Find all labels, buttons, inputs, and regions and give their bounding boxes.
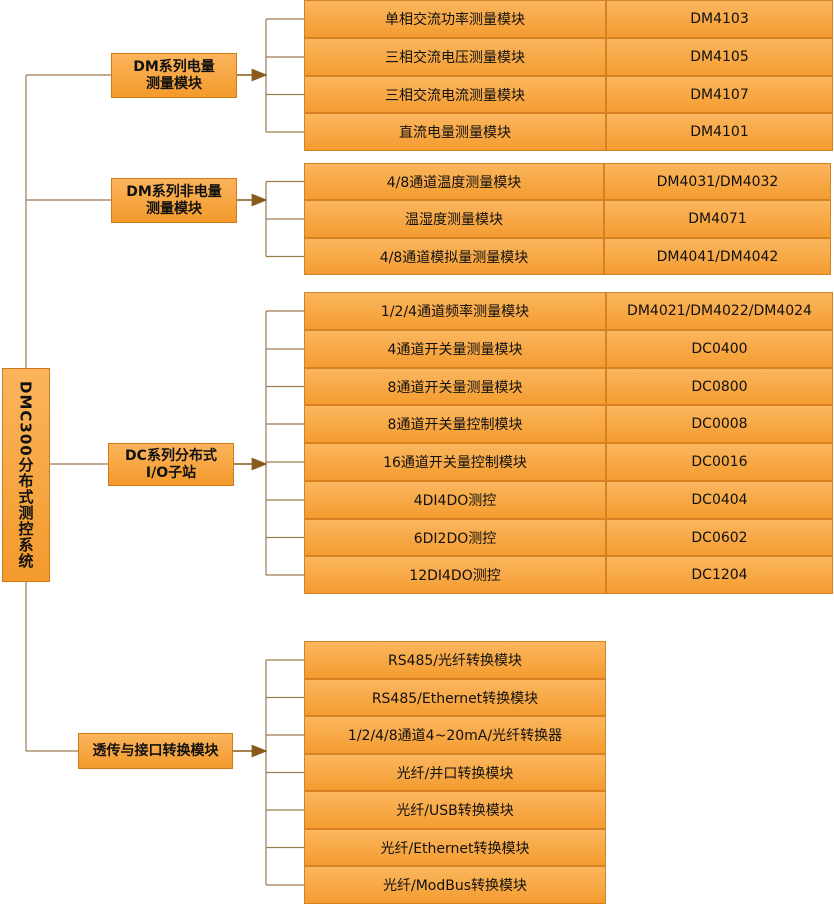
category-dc-io: DC系列分布式 I/O子站 — [108, 443, 234, 486]
module-name-cell: 4DI4DO测控 — [304, 481, 606, 519]
module-name-cell: 4通道开关量测量模块 — [304, 330, 606, 368]
module-model-cell: DM4021/DM4022/DM4024 — [606, 292, 833, 330]
category-label-line1: DC系列分布式 — [125, 447, 217, 464]
category-label-line2: I/O子站 — [145, 464, 197, 481]
module-model-cell: DC0404 — [606, 481, 833, 519]
category-label-line1: DM系列非电量 — [126, 183, 222, 200]
module-name-cell: 4/8通道模拟量测量模块 — [304, 238, 604, 275]
module-name-cell: 三相交流电流测量模块 — [304, 76, 606, 113]
module-model-cell: DM4105 — [606, 38, 833, 76]
category-dm-nonelectric: DM系列非电量 测量模块 — [111, 178, 237, 223]
module-model-cell: DC0008 — [606, 405, 833, 443]
module-name-cell: RS485/光纤转换模块 — [304, 641, 606, 679]
module-name-cell: 8通道开关量测量模块 — [304, 368, 606, 405]
category-label-line2: 测量模块 — [146, 75, 202, 92]
root-node: DMC300分布式测控系统 — [2, 368, 50, 582]
module-name-cell: 光纤/并口转换模块 — [304, 754, 606, 791]
module-model-cell: DM4031/DM4032 — [604, 163, 831, 200]
module-model-cell: DM4107 — [606, 76, 833, 113]
module-name-cell: 光纤/ModBus转换模块 — [304, 866, 606, 904]
module-name-cell: 6DI2DO测控 — [304, 519, 606, 556]
module-name-cell: RS485/Ethernet转换模块 — [304, 679, 606, 716]
module-model-cell: DC0016 — [606, 443, 833, 481]
module-model-cell: DM4041/DM4042 — [604, 238, 831, 275]
category-interface: 透传与接口转换模块 — [78, 733, 233, 769]
module-name-cell: 三相交流电压测量模块 — [304, 38, 606, 76]
module-model-cell: DC0602 — [606, 519, 833, 556]
module-model-cell: DC1204 — [606, 556, 833, 594]
module-name-cell: 光纤/USB转换模块 — [304, 791, 606, 829]
module-name-cell: 4/8通道温度测量模块 — [304, 163, 604, 200]
module-model-cell: DC0400 — [606, 330, 833, 368]
module-model-cell: DM4103 — [606, 0, 833, 38]
module-name-cell: 8通道开关量控制模块 — [304, 405, 606, 443]
module-name-cell: 单相交流功率测量模块 — [304, 0, 606, 38]
root-label: DMC300分布式测控系统 — [16, 381, 35, 569]
module-name-cell: 12DI4DO测控 — [304, 556, 606, 594]
category-label-line2: 测量模块 — [146, 200, 202, 217]
module-name-cell: 温湿度测量模块 — [304, 200, 604, 238]
category-label: 透传与接口转换模块 — [92, 742, 219, 759]
category-dm-electric: DM系列电量 测量模块 — [111, 53, 237, 98]
module-name-cell: 光纤/Ethernet转换模块 — [304, 829, 606, 866]
category-label-line1: DM系列电量 — [133, 58, 215, 75]
module-name-cell: 16通道开关量控制模块 — [304, 443, 606, 481]
module-name-cell: 1/2/4通道频率测量模块 — [304, 292, 606, 330]
module-name-cell: 直流电量测量模块 — [304, 113, 606, 151]
module-model-cell: DC0800 — [606, 368, 833, 405]
module-model-cell: DM4071 — [604, 200, 831, 238]
module-name-cell: 1/2/4/8通道4~20mA/光纤转换器 — [304, 716, 606, 754]
module-model-cell: DM4101 — [606, 113, 833, 151]
